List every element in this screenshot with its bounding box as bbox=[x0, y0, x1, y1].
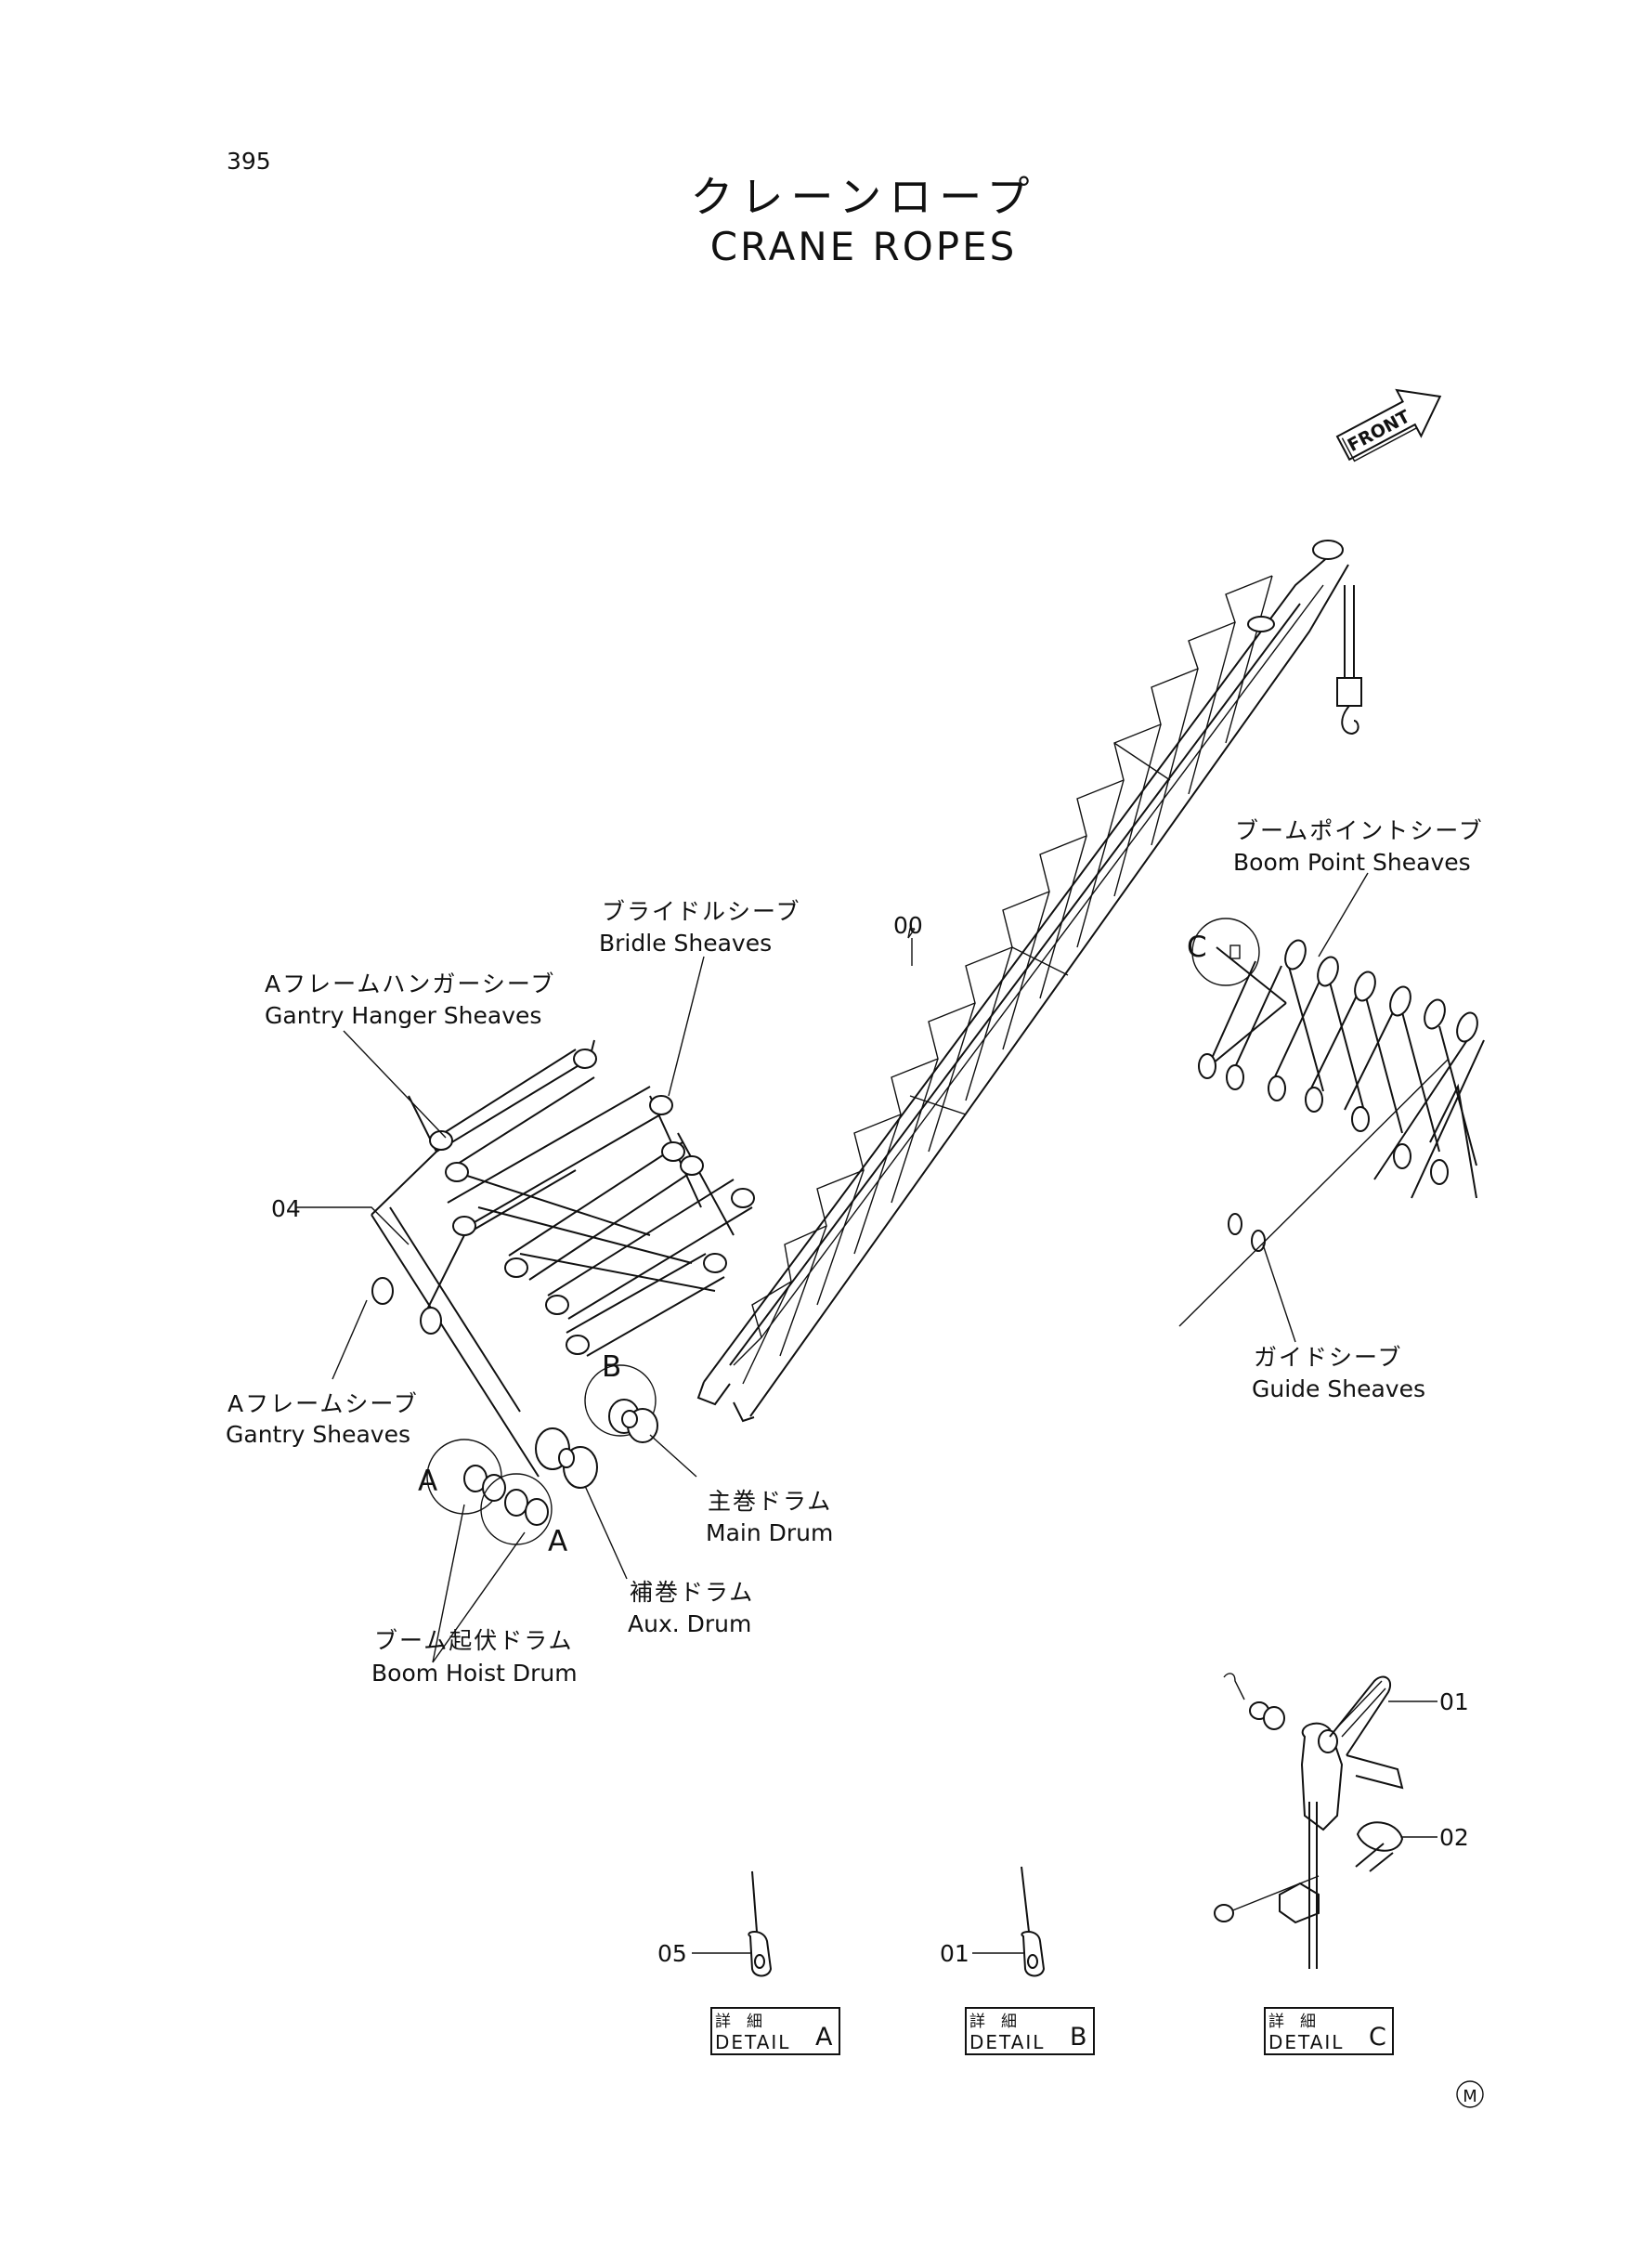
boom-lattice bbox=[696, 540, 1362, 1423]
label-guide-jp: ガイドシーブ bbox=[1254, 1344, 1403, 1371]
detail-tag-b-letter: B bbox=[1070, 2023, 1087, 2052]
label-boom-point-jp: ブームポイントシーブ bbox=[1235, 817, 1484, 844]
part-number-detail-a: 05 bbox=[657, 1940, 687, 1967]
title-english: CRANE ROPES bbox=[710, 224, 1018, 269]
label-gantry-hanger-en: Gantry Hanger Sheaves bbox=[265, 1002, 541, 1029]
label-main-drum-jp: 主巻ドラム bbox=[708, 1488, 832, 1515]
callout-c: C bbox=[1187, 931, 1207, 964]
part-number-detail-b: 01 bbox=[940, 1940, 969, 1967]
callout-a-right: A bbox=[548, 1525, 567, 1558]
gantry-bridle-sheaves-group bbox=[371, 1039, 755, 1478]
part-number-frame: 04 bbox=[271, 1195, 301, 1222]
boom-point-sheaves-group bbox=[1178, 918, 1485, 1327]
callout-a-left: A bbox=[418, 1465, 437, 1498]
detail-a-socket bbox=[748, 1870, 773, 1977]
detail-tag-b: 詳 細 DETAIL B bbox=[965, 2007, 1095, 2055]
label-boom-hoist-en: Boom Hoist Drum bbox=[371, 1660, 578, 1687]
label-gantry-hanger-jp: Aフレームハンガーシーブ bbox=[265, 971, 555, 997]
page-number: 395 bbox=[227, 148, 271, 175]
detail-tag-a-letter: A bbox=[815, 2023, 833, 2052]
detail-tag-c-en: DETAIL bbox=[1268, 2031, 1344, 2053]
part-number-detail-c-01: 01 bbox=[1439, 1688, 1469, 1715]
detail-tag-b-en: DETAIL bbox=[969, 2031, 1045, 2053]
detail-tag-c-letter: C bbox=[1369, 2023, 1386, 2052]
label-bridle-jp: ブライドルシーブ bbox=[602, 898, 801, 925]
label-boom-point-en: Boom Point Sheaves bbox=[1233, 849, 1471, 876]
detail-tag-b-jp: 詳 細 bbox=[969, 2013, 1017, 2031]
label-bridle-en: Bridle Sheaves bbox=[599, 930, 772, 957]
label-main-drum-en: Main Drum bbox=[706, 1519, 833, 1546]
callout-b: B bbox=[602, 1350, 621, 1384]
label-aux-drum-jp: 補巻ドラム bbox=[630, 1579, 754, 1606]
detail-b-socket bbox=[1021, 1866, 1046, 1977]
part-number-detail-c-02: 02 bbox=[1439, 1824, 1469, 1851]
label-gantry-en: Gantry Sheaves bbox=[226, 1421, 410, 1448]
label-aux-drum-en: Aux. Drum bbox=[628, 1610, 751, 1637]
detail-tag-c: 詳 細 DETAIL C bbox=[1264, 2007, 1394, 2055]
title-japanese: クレーンロープ bbox=[691, 172, 1037, 222]
label-boom-hoist-jp: ブーム起伏ドラム bbox=[374, 1627, 574, 1654]
detail-tag-a-jp: 詳 細 bbox=[715, 2013, 762, 2031]
label-guide-en: Guide Sheaves bbox=[1252, 1375, 1425, 1402]
front-arrow-icon: FRONT bbox=[1335, 388, 1442, 463]
label-gantry-jp: Aフレームシーブ bbox=[228, 1390, 419, 1417]
mark-letter: M bbox=[1463, 2087, 1477, 2106]
drums-group bbox=[426, 1364, 658, 1545]
part-number-boom: 00 bbox=[893, 912, 923, 939]
detail-tag-a: 詳 細 DETAIL A bbox=[710, 2007, 840, 2055]
detail-tag-a-en: DETAIL bbox=[715, 2031, 790, 2053]
detail-c-assembly bbox=[1214, 1673, 1404, 1969]
detail-tag-c-jp: 詳 細 bbox=[1268, 2013, 1316, 2031]
circled-m-mark: M bbox=[1456, 2080, 1484, 2108]
